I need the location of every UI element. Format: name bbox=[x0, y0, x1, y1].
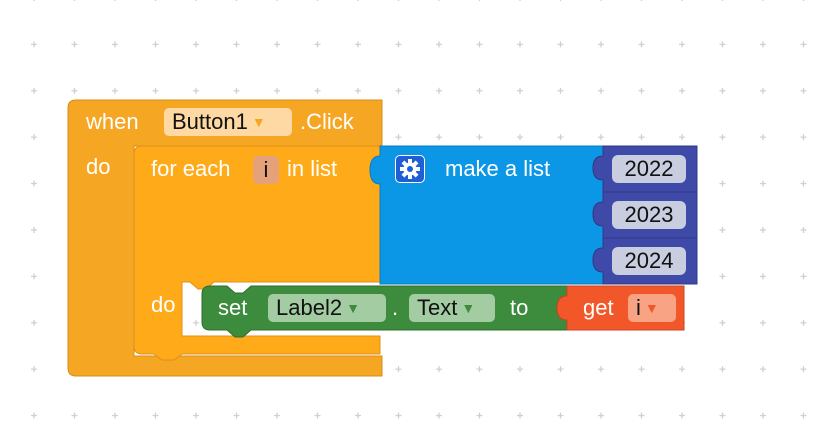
to-label: to bbox=[510, 295, 529, 320]
get-variable-dropdown[interactable]: i▼ bbox=[628, 294, 676, 322]
component-name: Button1 bbox=[172, 109, 248, 134]
property-name: Text bbox=[417, 295, 458, 320]
loop-variable-field[interactable]: i bbox=[253, 156, 279, 184]
event-name-label: .Click bbox=[300, 109, 354, 134]
component-dropdown-label2[interactable]: Label2▼ bbox=[268, 294, 386, 322]
make-list-label: make a list bbox=[445, 156, 551, 181]
get-label: get bbox=[583, 295, 614, 320]
mutator-gear-button[interactable] bbox=[395, 155, 425, 183]
chevron-down-icon: ▼ bbox=[644, 300, 659, 316]
property-dot: . bbox=[392, 295, 399, 320]
set-label: set bbox=[218, 295, 248, 320]
setter-component-name: Label2 bbox=[276, 295, 343, 320]
chevron-down-icon: ▼ bbox=[461, 300, 476, 316]
event-when-label: when bbox=[86, 109, 139, 134]
for-each-do-label: do bbox=[151, 292, 176, 317]
number-field-2024[interactable]: 2024 bbox=[612, 247, 686, 275]
property-dropdown-text[interactable]: Text▼ bbox=[409, 294, 495, 322]
chevron-down-icon: ▼ bbox=[251, 114, 266, 130]
in-list-label: in list bbox=[287, 156, 338, 181]
number-field-2023[interactable]: 2023 bbox=[612, 201, 686, 229]
gear-icon bbox=[400, 159, 420, 179]
event-do-label: do bbox=[86, 154, 111, 179]
get-variable-name: i bbox=[636, 295, 641, 320]
chevron-down-icon: ▼ bbox=[346, 300, 360, 316]
for-each-label: for each bbox=[151, 156, 231, 181]
component-dropdown-button1[interactable]: Button1▼ bbox=[164, 108, 292, 136]
for-each-block-shape[interactable] bbox=[133, 145, 381, 361]
number-field-2022[interactable]: 2022 bbox=[612, 155, 686, 183]
